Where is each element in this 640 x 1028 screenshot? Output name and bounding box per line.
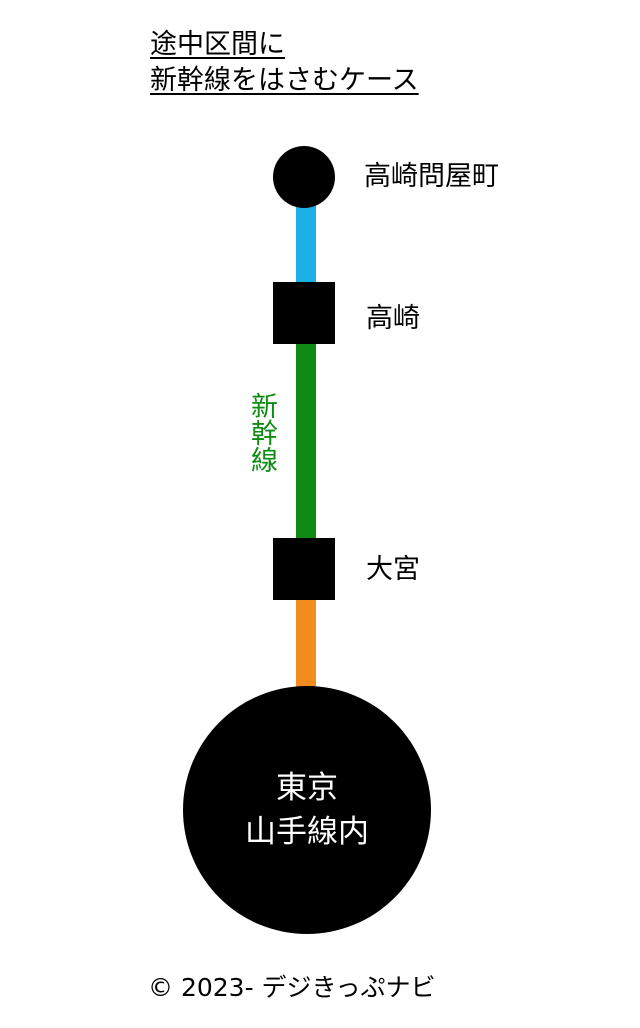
route-segment-tonyamachi-takasaki [296, 196, 316, 286]
route-segment-omiya-tokyo [296, 596, 316, 692]
terminal-label-line-1: 東京 [276, 770, 338, 806]
diagram-title-line-2: 新幹線をはさむケース [150, 65, 419, 96]
terminal-tokyo-circle: 東京 山手線内 [183, 686, 431, 934]
station-marker-omiya [273, 538, 335, 600]
copyright-footer: © 2023- デジきっぷナビ [148, 973, 436, 1002]
route-segment-shinkansen [296, 340, 316, 542]
diagram-title-line-1: 途中区間に [150, 29, 285, 60]
station-marker-takasaki [273, 282, 335, 344]
station-marker-tonyamachi [273, 146, 335, 208]
terminal-label-line-2: 山手線内 [245, 814, 369, 850]
station-label-tonyamachi: 高崎問屋町 [364, 161, 499, 192]
shinkansen-label: 新幹線 [246, 392, 277, 473]
station-label-takasaki: 高崎 [366, 303, 420, 334]
station-label-omiya: 大宮 [366, 554, 420, 585]
